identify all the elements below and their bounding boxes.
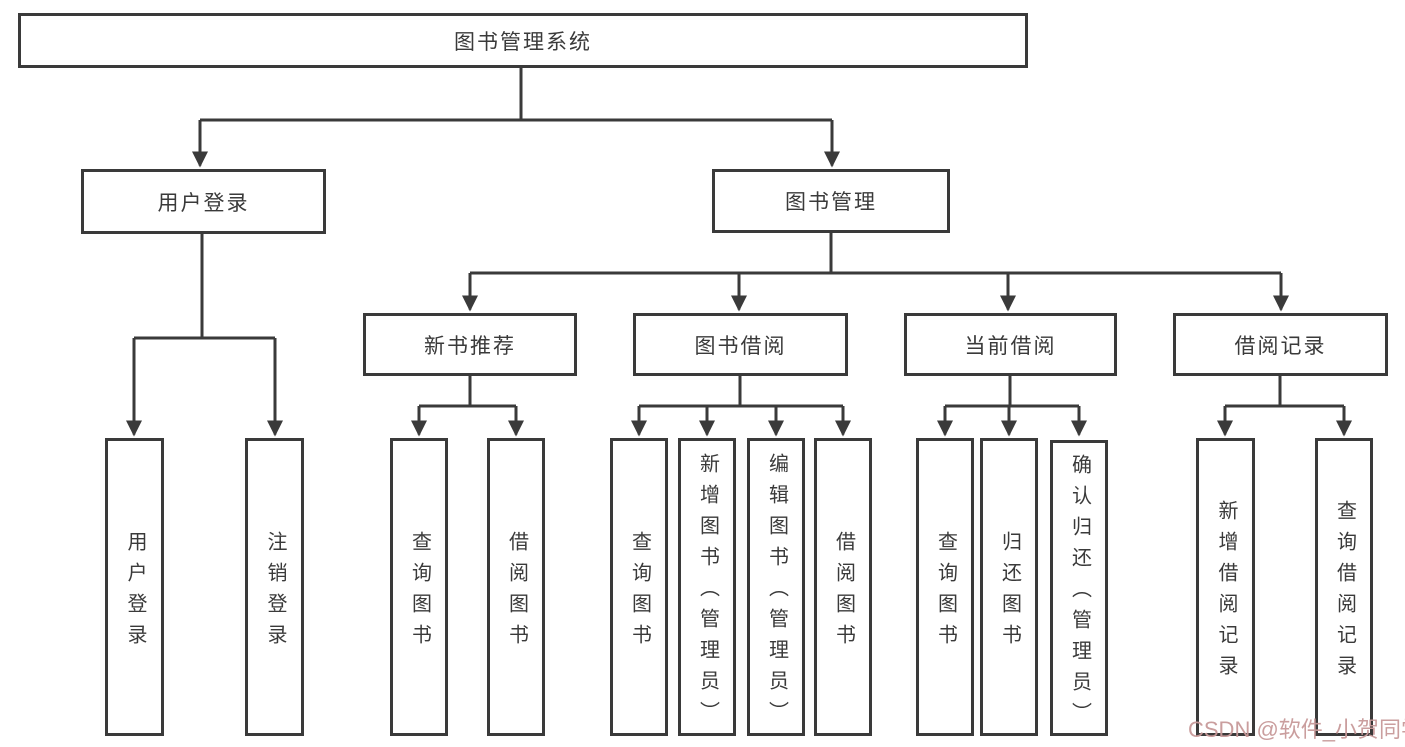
leaf-confirm-return-admin: 确认归还（管理员） — [1050, 440, 1108, 736]
leaf-add-borrow-record: 新增借阅记录 — [1196, 438, 1255, 736]
leaf-query-book-borrow: 查询图书 — [610, 438, 668, 736]
node-user-login-label: 用户登录 — [157, 191, 250, 215]
leaf-query-borrow-record: 查询借阅记录 — [1315, 438, 1373, 736]
node-borrowing-records-label: 借阅记录 — [1234, 334, 1327, 358]
node-book-borrowing: 图书借阅 — [633, 313, 848, 376]
leaf-query-book-borrow-label: 查询图书 — [628, 530, 651, 655]
leaf-logout: 注销登录 — [245, 438, 304, 736]
node-book-borrowing-label: 图书借阅 — [694, 334, 787, 358]
leaf-add-book-admin-label: 新增图书（管理员） — [696, 453, 719, 732]
node-current-borrowing: 当前借阅 — [904, 313, 1117, 376]
leaf-borrow-book-label: 借阅图书 — [832, 530, 855, 655]
leaf-edit-book-admin-label: 编辑图书（管理员） — [765, 453, 788, 732]
leaf-add-borrow-record-label: 新增借阅记录 — [1215, 499, 1237, 686]
leaf-query-borrow-record-label: 查询借阅记录 — [1333, 499, 1356, 686]
node-root-label: 图书管理系统 — [454, 30, 592, 54]
leaf-borrow-book: 借阅图书 — [814, 438, 872, 736]
leaf-user-login-label: 用户登录 — [124, 530, 146, 655]
leaf-add-book-admin: 新增图书（管理员） — [678, 438, 736, 736]
node-root: 图书管理系统 — [18, 13, 1028, 68]
leaf-edit-book-admin: 编辑图书（管理员） — [747, 438, 805, 736]
node-new-book-recommendation-label: 新书推荐 — [424, 334, 516, 358]
leaf-confirm-return-admin-label: 确认归还（管理员） — [1068, 454, 1091, 733]
leaf-query-book-recommend-label: 查询图书 — [408, 530, 431, 655]
leaf-borrow-book-recommend: 借阅图书 — [487, 438, 545, 736]
leaf-return-book-label: 归还图书 — [998, 530, 1021, 655]
leaf-return-book: 归还图书 — [980, 438, 1038, 736]
node-current-borrowing-label: 当前借阅 — [964, 334, 1057, 358]
node-new-book-recommendation: 新书推荐 — [363, 313, 577, 376]
node-borrowing-records: 借阅记录 — [1173, 313, 1388, 376]
leaf-query-book-current: 查询图书 — [916, 438, 974, 736]
node-user-login: 用户登录 — [81, 169, 326, 234]
csdn-watermark: CSDN @软件_小贺同学 — [1188, 717, 1405, 742]
leaf-query-book-recommend: 查询图书 — [390, 438, 448, 736]
leaf-logout-label: 注销登录 — [264, 530, 286, 655]
leaf-user-login: 用户登录 — [105, 438, 164, 736]
leaf-query-book-current-label: 查询图书 — [934, 530, 957, 655]
leaf-borrow-book-recommend-label: 借阅图书 — [505, 530, 528, 655]
node-book-management-label: 图书管理 — [785, 191, 877, 214]
node-book-management: 图书管理 — [712, 169, 950, 233]
